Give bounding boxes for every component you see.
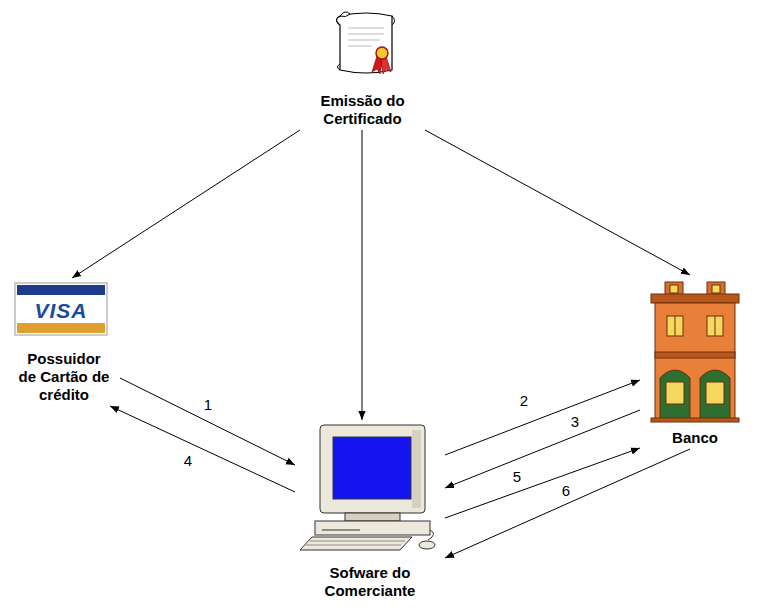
entity-node: Banco <box>640 275 750 449</box>
arrow-connector <box>445 449 690 558</box>
entity-node: Sofware do Comerciante <box>295 420 445 602</box>
arrow-connector <box>445 380 640 455</box>
certificate-icon <box>337 12 395 74</box>
node-label: Banco <box>645 429 745 447</box>
node-label: Sofware do Comerciante <box>318 564 422 600</box>
arrow-connector <box>445 410 640 488</box>
arrow-connector <box>120 378 295 465</box>
step-number: 6 <box>560 482 572 499</box>
computer-icon <box>300 425 435 550</box>
step-number: 2 <box>518 392 530 409</box>
step-number: 3 <box>569 413 581 430</box>
card-logo-text: VISA <box>32 302 89 319</box>
step-number: 5 <box>511 468 523 485</box>
arrow-connector <box>425 130 690 275</box>
credit-card-icon <box>15 283 107 335</box>
node-label: Emissão do Certificado <box>313 92 413 128</box>
arrow-connector <box>110 406 295 492</box>
step-number: 1 <box>202 396 214 413</box>
bank-building-icon <box>651 282 739 422</box>
entity-node: Emissão do Certificado <box>300 5 425 130</box>
arrow-connector <box>72 130 300 278</box>
node-label: Possuidor de Cartão de crédito <box>18 350 110 404</box>
arrow-connector <box>445 448 640 518</box>
entity-node: Possuidor de Cartão de crédito <box>8 278 120 406</box>
arrow-connector <box>362 130 363 420</box>
step-number: 4 <box>182 452 194 469</box>
